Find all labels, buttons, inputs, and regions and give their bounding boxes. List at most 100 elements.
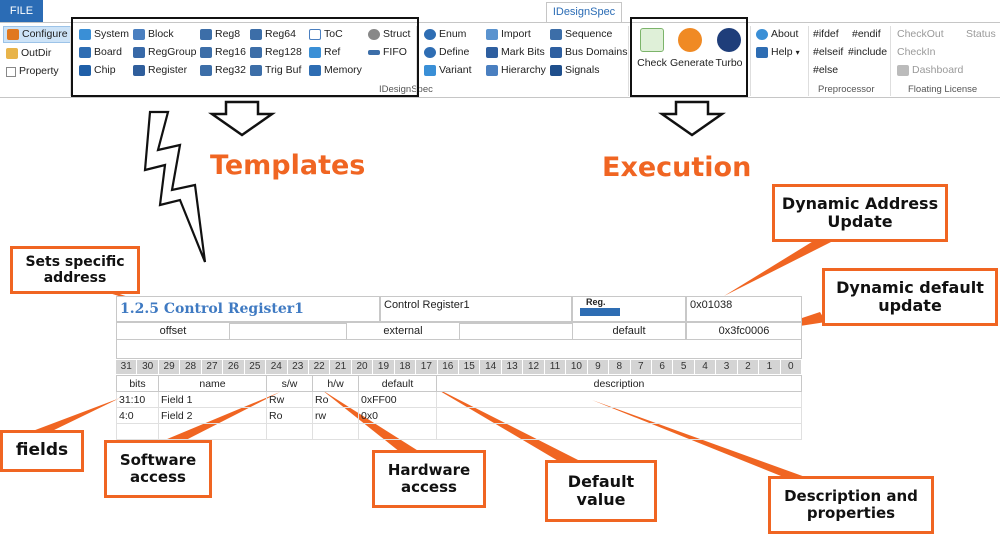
tab-idesignspec[interactable]: IDesignSpec bbox=[546, 2, 622, 23]
variant-button[interactable]: Variant bbox=[424, 62, 472, 79]
template-fifo[interactable]: FIFO bbox=[368, 44, 407, 61]
endif-button[interactable]: #endif bbox=[852, 28, 881, 40]
template-label: Board bbox=[94, 46, 123, 58]
field-name-cell[interactable]: Field 1 bbox=[158, 391, 267, 408]
template-reg64[interactable]: Reg64 bbox=[250, 26, 296, 43]
field-hw-cell[interactable]: rw bbox=[312, 407, 359, 424]
field-description-cell[interactable] bbox=[436, 407, 802, 424]
field-hw-cell[interactable]: Ro bbox=[312, 391, 359, 408]
configure-button[interactable]: Configure bbox=[3, 26, 72, 43]
help-dropdown[interactable]: Help▾ bbox=[756, 44, 800, 61]
default-value[interactable]: 0x3fc0006 bbox=[686, 322, 802, 340]
template-block[interactable]: Block bbox=[133, 26, 174, 43]
template-reg128[interactable]: Reg128 bbox=[250, 44, 302, 61]
bit-number: 16 bbox=[438, 360, 459, 374]
template-memory[interactable]: Memory bbox=[309, 62, 362, 79]
elseif-button[interactable]: #elseif bbox=[813, 46, 844, 58]
field-bits-cell[interactable]: 31:10 bbox=[116, 391, 159, 408]
empty-cell[interactable] bbox=[266, 423, 313, 440]
register-name-cell[interactable]: Control Register1 bbox=[380, 296, 572, 322]
configure-label: Configure bbox=[22, 28, 68, 40]
define-button[interactable]: Define bbox=[424, 44, 469, 61]
hierarchy-button[interactable]: Hierarchy bbox=[486, 62, 546, 79]
template-label: Reg64 bbox=[265, 28, 296, 40]
turbo-button[interactable]: Turbo bbox=[711, 28, 747, 69]
about-button[interactable]: About bbox=[756, 26, 798, 43]
empty-cell[interactable] bbox=[358, 423, 437, 440]
table-row[interactable] bbox=[116, 423, 802, 440]
empty-cell[interactable] bbox=[312, 423, 359, 440]
empty-cell[interactable] bbox=[158, 423, 267, 440]
reg-badge-label: Reg. bbox=[586, 297, 606, 307]
template-board[interactable]: Board bbox=[79, 44, 122, 61]
template-trigbuf[interactable]: Trig Buf bbox=[250, 62, 301, 79]
dashboard-button[interactable]: Dashboard bbox=[897, 62, 963, 79]
template-system[interactable]: System bbox=[79, 26, 129, 43]
reg8-icon bbox=[200, 29, 212, 40]
field-bits-cell[interactable]: 4:0 bbox=[116, 407, 159, 424]
check-label: Check bbox=[637, 57, 667, 69]
ribbon: Configure OutDir Property System Board C… bbox=[0, 22, 1000, 98]
template-toc[interactable]: ToC bbox=[309, 26, 343, 43]
mark-bits-button[interactable]: Mark Bits bbox=[486, 44, 545, 61]
status-button[interactable]: Status bbox=[966, 28, 996, 40]
import-button[interactable]: Import bbox=[486, 26, 531, 43]
file-tab[interactable]: FILE bbox=[0, 0, 43, 22]
generate-button[interactable]: Generate bbox=[670, 28, 714, 69]
sequence-button[interactable]: Sequence bbox=[550, 26, 612, 43]
fifo-icon bbox=[368, 50, 380, 55]
bit-number: 27 bbox=[202, 360, 224, 374]
template-label: FIFO bbox=[383, 46, 407, 58]
template-reg32[interactable]: Reg32 bbox=[200, 62, 246, 79]
template-struct[interactable]: Struct bbox=[368, 26, 410, 43]
register-description-row[interactable] bbox=[116, 339, 802, 359]
field-name-cell[interactable]: Field 2 bbox=[158, 407, 267, 424]
field-sw-cell[interactable]: Rw bbox=[266, 391, 313, 408]
register-address-cell[interactable]: 0x01038 bbox=[686, 296, 802, 322]
template-reg8[interactable]: Reg8 bbox=[200, 26, 240, 43]
ifdef-button[interactable]: #ifdef bbox=[813, 28, 839, 40]
property-checkbox[interactable]: Property bbox=[6, 63, 59, 80]
sequence-icon bbox=[550, 29, 562, 40]
template-chip[interactable]: Chip bbox=[79, 62, 116, 79]
field-default-cell[interactable]: 0x0 bbox=[358, 407, 437, 424]
bit-number: 23 bbox=[288, 360, 309, 374]
else-button[interactable]: #else bbox=[813, 64, 839, 76]
template-ref[interactable]: Ref bbox=[309, 44, 340, 61]
reg128-icon bbox=[250, 47, 262, 58]
check-button[interactable]: Check bbox=[634, 28, 670, 69]
empty-cell[interactable] bbox=[436, 423, 802, 440]
help-label: Help bbox=[771, 46, 793, 58]
field-description-cell[interactable] bbox=[436, 391, 802, 408]
field-default-cell[interactable]: 0xFF00 bbox=[358, 391, 437, 408]
col-sw: s/w bbox=[266, 375, 313, 392]
checkout-button[interactable]: CheckOut bbox=[897, 28, 944, 40]
col-description: description bbox=[436, 375, 802, 392]
template-label: Reg8 bbox=[215, 28, 241, 40]
empty-cell[interactable] bbox=[116, 423, 159, 440]
template-register[interactable]: Register bbox=[133, 62, 187, 79]
template-reggroup[interactable]: RegGroup bbox=[133, 44, 196, 61]
signals-button[interactable]: Signals bbox=[550, 62, 599, 79]
bus-domains-button[interactable]: Bus Domains bbox=[550, 44, 627, 61]
offset-value[interactable] bbox=[230, 322, 346, 324]
outdir-label: OutDir bbox=[21, 47, 52, 59]
configure-icon bbox=[7, 29, 19, 40]
checkbox-icon bbox=[6, 66, 16, 77]
enum-button[interactable]: Enum bbox=[424, 26, 466, 43]
template-label: RegGroup bbox=[148, 46, 197, 58]
chevron-down-icon: ▾ bbox=[795, 48, 800, 57]
external-value[interactable] bbox=[460, 322, 572, 324]
field-sw-cell[interactable]: Ro bbox=[266, 407, 313, 424]
bit-number: 9 bbox=[588, 360, 610, 374]
bit-number: 12 bbox=[523, 360, 545, 374]
outdir-button[interactable]: OutDir bbox=[6, 45, 51, 62]
checkin-button[interactable]: CheckIn bbox=[897, 46, 936, 58]
template-reg16[interactable]: Reg16 bbox=[200, 44, 246, 61]
bit-number: 11 bbox=[545, 360, 567, 374]
bit-number: 29 bbox=[159, 360, 181, 374]
include-button[interactable]: #include bbox=[848, 46, 888, 58]
import-icon bbox=[486, 29, 498, 40]
